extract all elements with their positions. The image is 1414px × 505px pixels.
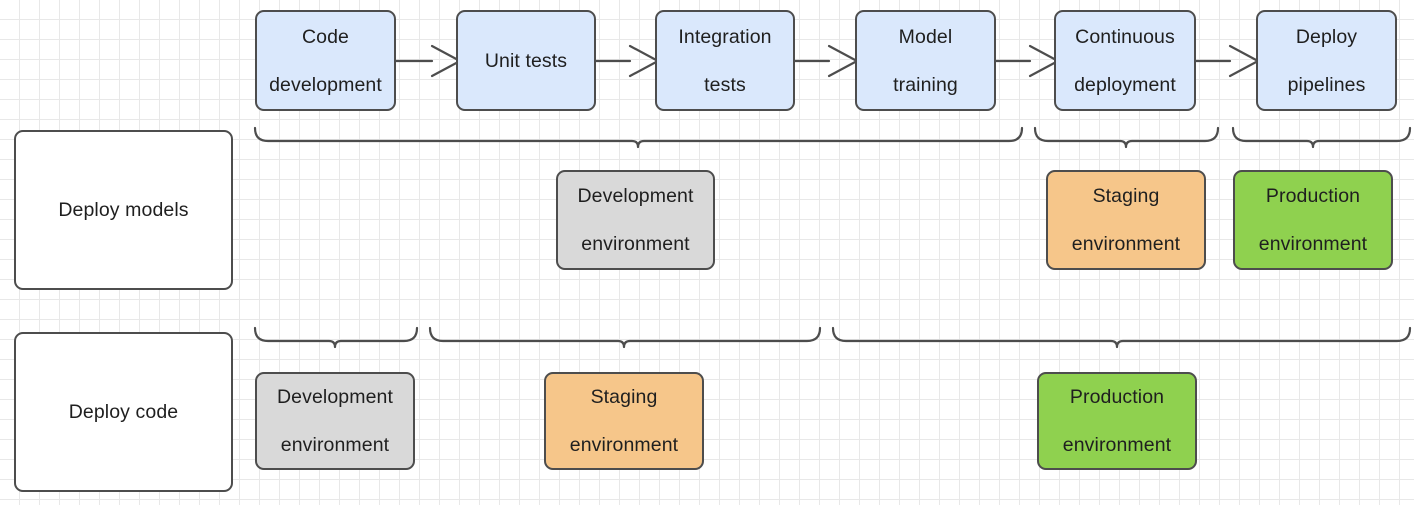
code-staging-environment[interactable]: Staging environment	[544, 372, 704, 470]
brace-models-staging	[1033, 126, 1220, 149]
brace-code-production	[831, 326, 1412, 349]
environment-label-line1: Production	[1265, 185, 1361, 207]
pipeline-step-label-line2: development	[269, 73, 382, 96]
pipeline-step-label-line2: training	[893, 73, 958, 96]
environment-label-line2: environment	[1258, 233, 1368, 255]
environment-label-line2: environment	[280, 434, 390, 456]
pipeline-step-code-development[interactable]: Code development	[255, 10, 396, 111]
pipeline-step-label-line2: deployment	[1074, 73, 1176, 96]
code-development-environment[interactable]: Development environment	[255, 372, 415, 470]
row-label-deploy-code[interactable]: Deploy code	[14, 332, 233, 492]
brace-code-development	[253, 326, 419, 349]
models-production-environment[interactable]: Production environment	[1233, 170, 1393, 270]
pipeline-step-label-line1: Model	[898, 25, 953, 48]
pipeline-step-label-line2: pipelines	[1287, 73, 1366, 96]
pipeline-step-label-line2: tests	[704, 73, 746, 96]
pipeline-step-label-line1: Continuous	[1075, 25, 1175, 48]
pipeline-step-label-line1: Unit tests	[484, 49, 568, 72]
environment-label-line2: environment	[1062, 434, 1172, 456]
arrow-unit-tests-to-integration-tests	[594, 44, 660, 78]
row-label-text: Deploy code	[68, 401, 179, 423]
pipeline-step-continuous-deployment[interactable]: Continuous deployment	[1054, 10, 1196, 111]
environment-label-line1: Staging	[590, 386, 658, 408]
pipeline-step-integration-tests[interactable]: Integration tests	[655, 10, 795, 111]
pipeline-step-model-training[interactable]: Model training	[855, 10, 996, 111]
pipeline-step-label-line1: Code	[301, 25, 349, 48]
pipeline-step-label-line1: Deploy	[1295, 25, 1358, 48]
arrow-model-training-to-continuous-deployment	[994, 44, 1060, 78]
models-development-environment[interactable]: Development environment	[556, 170, 715, 270]
environment-label-line2: environment	[581, 233, 690, 255]
environment-label-line2: environment	[569, 434, 679, 456]
arrow-code-development-to-unit-tests	[394, 44, 462, 78]
environment-label-line1: Production	[1069, 386, 1165, 408]
row-label-text: Deploy models	[58, 199, 189, 221]
pipeline-step-label-line1: Integration	[678, 25, 772, 48]
pipeline-step-deploy-pipelines[interactable]: Deploy pipelines	[1256, 10, 1397, 111]
environment-label-line1: Development	[277, 386, 393, 408]
arrow-integration-tests-to-model-training	[793, 44, 859, 78]
pipeline-step-unit-tests[interactable]: Unit tests	[456, 10, 596, 111]
brace-models-production	[1231, 126, 1412, 149]
environment-label-line1: Staging	[1092, 185, 1160, 207]
code-production-environment[interactable]: Production environment	[1037, 372, 1197, 470]
arrow-continuous-deployment-to-deploy-pipelines	[1194, 44, 1260, 78]
row-label-deploy-models[interactable]: Deploy models	[14, 130, 233, 290]
brace-models-development	[253, 126, 1024, 149]
environment-label-line2: environment	[1071, 233, 1181, 255]
brace-code-staging	[428, 326, 822, 349]
models-staging-environment[interactable]: Staging environment	[1046, 170, 1206, 270]
environment-label-line1: Development	[577, 185, 694, 207]
